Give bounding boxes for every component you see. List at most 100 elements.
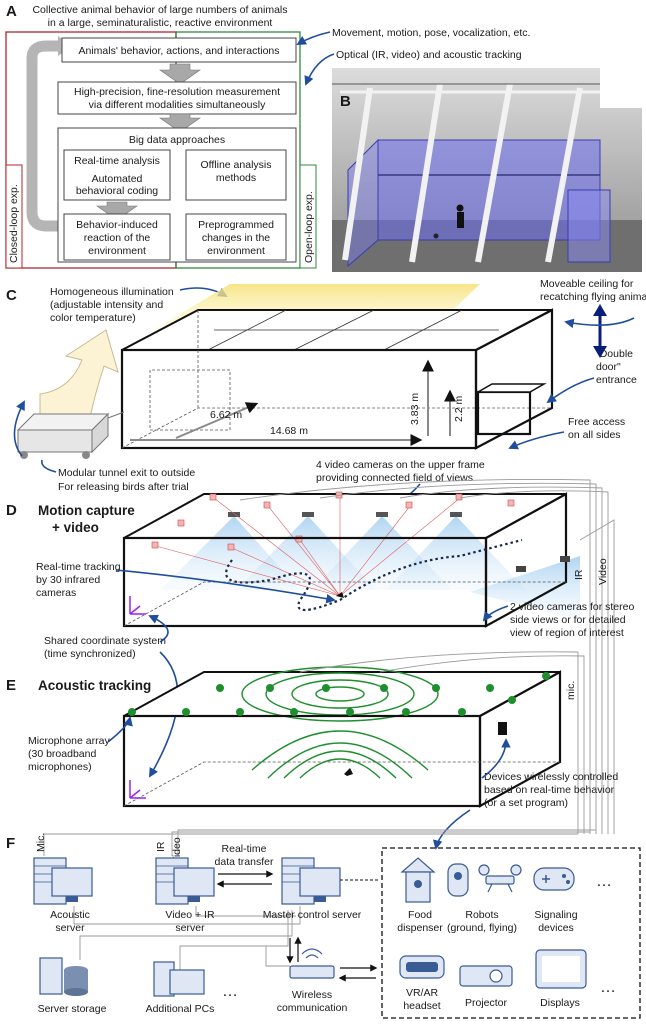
food-label2: dispenser bbox=[397, 922, 443, 934]
cams-text1: 4 video cameras on the upper frame bbox=[316, 459, 485, 471]
free-text2: on all sides bbox=[568, 429, 621, 441]
camera-cables bbox=[239, 478, 615, 834]
roof-trusses bbox=[342, 83, 583, 263]
bird-icon bbox=[344, 768, 353, 776]
free-text1: Free access bbox=[568, 416, 625, 428]
down-arrow-icon bbox=[159, 63, 201, 85]
illum-text3: color temperature) bbox=[50, 312, 136, 324]
projector-icon bbox=[459, 965, 513, 987]
double-door-top bbox=[475, 383, 547, 393]
monitor-icon bbox=[299, 867, 341, 897]
cable-ir-label: IR bbox=[155, 841, 167, 852]
tunnel-text2: For releasing birds after trial bbox=[58, 481, 189, 493]
storage-icon bbox=[39, 957, 63, 995]
rt-text3: cameras bbox=[36, 587, 76, 599]
displays[interactable] bbox=[535, 949, 587, 989]
camera-icon bbox=[450, 512, 462, 517]
panel-a: A Collective animal behavior of large nu… bbox=[5, 3, 530, 269]
devices-ellipsis-bottom: … bbox=[600, 979, 616, 996]
birdhouse-icon bbox=[498, 722, 507, 735]
projector-lens bbox=[489, 969, 503, 983]
ir-cable-label: IR bbox=[573, 569, 585, 580]
monitor-icon bbox=[173, 867, 215, 897]
devices-arrow-up bbox=[481, 738, 511, 779]
panel-d-label: D bbox=[6, 502, 17, 519]
additional-pcs[interactable] bbox=[153, 961, 205, 997]
monitor-icon bbox=[169, 969, 205, 995]
dim-height2: 2.2 m bbox=[453, 395, 465, 422]
camera-icon bbox=[516, 566, 526, 572]
coord-text2: (time synchronized) bbox=[44, 648, 136, 660]
devices-box bbox=[381, 847, 641, 1019]
transfer-text2: data transfer bbox=[215, 856, 274, 868]
devices-text1: Devices wirelessly controlled bbox=[484, 771, 618, 783]
display-screen bbox=[542, 956, 580, 982]
coordinate-axes bbox=[129, 596, 146, 615]
sound-waves bbox=[241, 666, 439, 779]
rt-text1: Real-time tracking bbox=[36, 561, 121, 573]
bird-icon bbox=[336, 592, 344, 598]
panel-f-label: F bbox=[6, 835, 15, 852]
door-arrow bbox=[546, 377, 595, 404]
gamepad-button bbox=[566, 880, 570, 884]
monitor-icon bbox=[51, 867, 93, 897]
panel-c: C Homogeneous illumination (adjustable i… bbox=[6, 278, 646, 509]
ceiling-arrow bbox=[564, 317, 635, 329]
enclosure-door bbox=[567, 189, 611, 263]
box-behavior bbox=[61, 37, 297, 63]
acoustic-server-label2: server bbox=[55, 922, 85, 934]
closed-loop-tag bbox=[5, 164, 23, 269]
master-control-server[interactable] bbox=[281, 857, 341, 905]
double-door bbox=[476, 390, 532, 436]
drone-icon bbox=[485, 875, 515, 885]
box-measurement-text2: via different modalities simultaneously bbox=[89, 99, 266, 111]
signaling-devices[interactable] bbox=[533, 867, 575, 891]
videoir-server[interactable] bbox=[155, 857, 215, 905]
storage-label: Server storage bbox=[38, 1003, 107, 1015]
top-video-cameras bbox=[228, 512, 462, 517]
vr-lens bbox=[406, 962, 438, 972]
person-body bbox=[457, 212, 464, 228]
disk-body bbox=[64, 970, 88, 992]
room-side bbox=[474, 308, 554, 450]
illum-text1: Homogeneous illumination bbox=[50, 286, 174, 298]
door-text2: door" bbox=[596, 361, 621, 373]
ceiling-text2: recatching flying animals bbox=[540, 291, 646, 303]
dim-length: 14.68 m bbox=[270, 425, 308, 437]
mic-text1: Microphone array bbox=[28, 735, 110, 747]
tunnel-box bbox=[17, 429, 93, 453]
birdhouse-icon bbox=[400, 857, 436, 873]
robots[interactable] bbox=[447, 863, 522, 897]
door-text1: "Double bbox=[596, 348, 633, 360]
monitor-stand bbox=[314, 896, 326, 902]
camera-icon bbox=[560, 556, 570, 562]
robots-label2: (ground, flying) bbox=[447, 922, 517, 934]
projector[interactable] bbox=[459, 965, 513, 987]
open-loop-tag bbox=[299, 164, 317, 269]
microphones bbox=[128, 672, 550, 716]
ceiling-text1: Moveable ceiling for bbox=[540, 278, 634, 290]
down-arrow-icon bbox=[159, 113, 201, 133]
monitor-stand bbox=[188, 896, 200, 902]
acoustic-server[interactable] bbox=[33, 857, 93, 905]
note-optical-arrow bbox=[304, 53, 335, 86]
video-camera-cones bbox=[160, 516, 580, 620]
food-dispenser[interactable] bbox=[400, 857, 436, 903]
acoustic-room-front bbox=[122, 714, 482, 808]
vr-headset[interactable] bbox=[399, 955, 445, 979]
acoustic-server-label1: Acoustic bbox=[50, 909, 90, 921]
down-arrow-icon bbox=[96, 201, 138, 221]
box-measurement bbox=[57, 81, 297, 115]
server-storage[interactable] bbox=[39, 957, 88, 996]
router[interactable] bbox=[289, 948, 335, 979]
mic-cable-label: mic. bbox=[565, 681, 577, 700]
loop-arrow-icon bbox=[26, 40, 60, 232]
acoustic-room-top bbox=[123, 671, 561, 717]
panel-a-title-line2: in a large, seminaturalistic, reactive e… bbox=[48, 17, 273, 29]
acoustic-hidden-edges bbox=[123, 761, 560, 807]
illum-text2: (adjustable intensity and bbox=[50, 299, 163, 311]
cable-mic-label: Mic. bbox=[35, 833, 47, 852]
tunnel-connector bbox=[107, 411, 125, 419]
dim-width-line bbox=[175, 402, 259, 439]
